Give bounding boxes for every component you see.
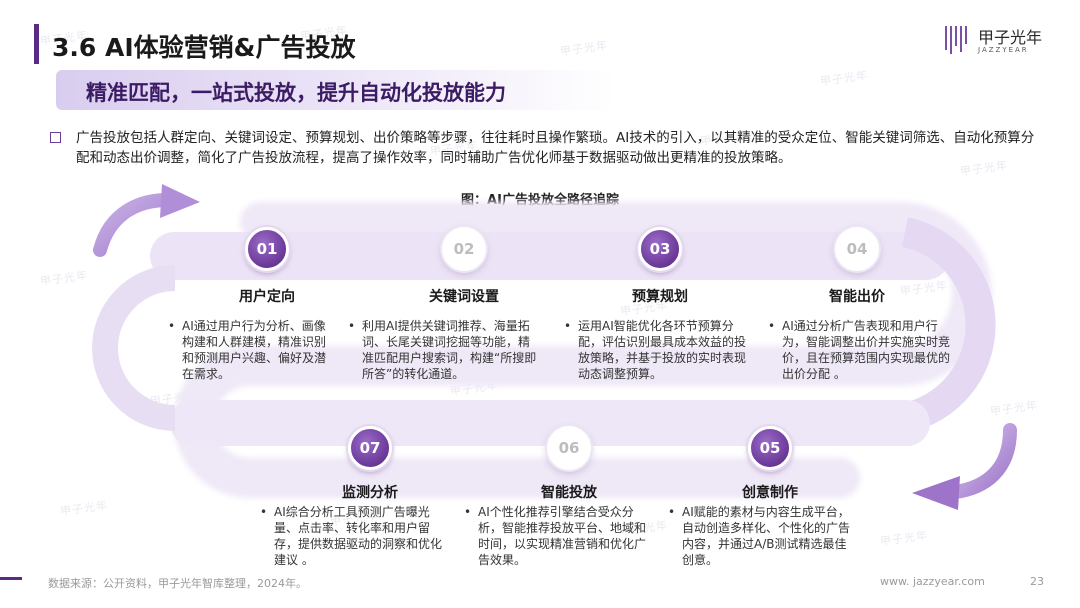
brand-logo: 甲子光年 JAZZYEAR xyxy=(944,22,1054,62)
arrow-top-left-head xyxy=(160,184,200,218)
step-badge-05: 05 xyxy=(748,426,792,470)
step-desc-07: • AI综合分析工具预测广告曝光量、点击率、转化率和用户留存，提供数据驱动的洞察… xyxy=(260,504,443,568)
step-badge-04: 04 xyxy=(835,227,879,271)
step-desc-03: • 运用AI智能优化各环节预算分配，评估识别最具成本效益的投放策略，并基于投放的… xyxy=(564,318,747,382)
step-desc-04: • AI通过分析广告表现和用户行为，智能调整出价并实施实时竞价，且在预算范围内实… xyxy=(768,318,951,382)
bullet-dot-icon: • xyxy=(464,505,472,519)
logo-name-cn: 甲子光年 xyxy=(978,28,1043,47)
title-accent-bar xyxy=(34,24,39,64)
arrow-top-left xyxy=(93,193,175,257)
bullet-dot-icon: • xyxy=(668,505,676,519)
step-badge-06: 06 xyxy=(547,426,591,470)
bullet-dot-icon: • xyxy=(260,505,268,519)
page-header: 3.6 AI体验营销&广告投放 xyxy=(34,20,355,68)
bullet-dot-icon: • xyxy=(768,319,776,333)
step-badge-03: 03 xyxy=(638,227,682,271)
step-title-02: 关键词设置 xyxy=(429,289,499,305)
step-desc-text: 运用AI智能优化各环节预算分配，评估识别最具成本效益的投放策略，并基于投放的实时… xyxy=(578,319,747,381)
square-bullet-icon xyxy=(50,132,61,143)
intro-text: 广告投放包括人群定向、关键词设定、预算规划、出价策略等步骤，往往耗时且操作繁琐。… xyxy=(76,130,1035,166)
step-desc-text: 利用AI提供关键词推荐、海量拓词、长尾关键词挖掘等功能，精准匹配用户搜索词，构建… xyxy=(362,319,537,381)
arrow-bottom-right-head xyxy=(912,476,960,510)
bullet-dot-icon: • xyxy=(348,319,356,333)
step-desc-text: AI赋能的素材与内容生成平台，自动创造多样化、个性化的广告内容，并通过A/B测试… xyxy=(682,505,851,567)
logo-name-en: JAZZYEAR xyxy=(978,46,1029,54)
track-top-band xyxy=(150,232,950,280)
footer-website: www. jazzyear.com xyxy=(880,575,985,588)
bullet-dot-icon: • xyxy=(564,319,572,333)
footer-source: 数据来源：公开资料，甲子光年智库整理，2024年。 xyxy=(48,577,307,590)
step-desc-02: • 利用AI提供关键词推荐、海量拓词、长尾关键词挖掘等功能，精准匹配用户搜索词，… xyxy=(348,318,540,382)
step-title-07: 监测分析 xyxy=(342,485,398,501)
step-desc-text: AI个性化推荐引擎结合受众分析，智能推荐投放平台、地域和时间，以实现精准营销和优… xyxy=(478,505,647,567)
bars-logo-icon xyxy=(945,26,967,54)
track-left-arc xyxy=(92,265,176,431)
step-title-04: 智能出价 xyxy=(829,289,885,305)
step-desc-text: AI综合分析工具预测广告曝光量、点击率、转化率和用户留存，提供数据驱动的洞察和优… xyxy=(274,505,443,567)
page-number: 23 xyxy=(1030,575,1044,588)
step-desc-text: AI通过用户行为分析、画像构建和人群建模，精准识别和预测用户兴趣、偏好及潜在需求… xyxy=(182,319,327,381)
step-desc-01: • AI通过用户行为分析、画像构建和人群建模，精准识别和预测用户兴趣、偏好及潜在… xyxy=(168,318,330,382)
step-title-06: 智能投放 xyxy=(541,485,597,501)
page-title: 3.6 AI体验营销&广告投放 xyxy=(52,33,356,62)
step-badge-01: 01 xyxy=(245,227,289,271)
step-desc-06: • AI个性化推荐引擎结合受众分析，智能推荐投放平台、地域和时间，以实现精准营销… xyxy=(464,504,650,568)
step-title-03: 预算规划 xyxy=(632,289,688,305)
step-desc-text: AI通过分析广告表现和用户行为，智能调整出价并实施实时竞价，且在预算范围内实现最… xyxy=(782,319,951,381)
step-title-01: 用户定向 xyxy=(239,289,295,305)
arrow-bottom-right xyxy=(948,423,1017,499)
step-desc-05: • AI赋能的素材与内容生成平台，自动创造多样化、个性化的广告内容，并通过A/B… xyxy=(668,504,851,568)
step-badge-02: 02 xyxy=(442,227,486,271)
step-title-05: 创意制作 xyxy=(742,485,798,501)
bullet-dot-icon: • xyxy=(168,319,176,333)
subtitle-band: 精准匹配，一站式投放，提升自动化投放能力 xyxy=(56,70,616,110)
step-badge-07: 07 xyxy=(348,426,392,470)
page-subtitle: 精准匹配，一站式投放，提升自动化投放能力 xyxy=(86,81,506,105)
footer-accent-bar xyxy=(0,577,22,580)
track-right-arc xyxy=(901,217,996,433)
